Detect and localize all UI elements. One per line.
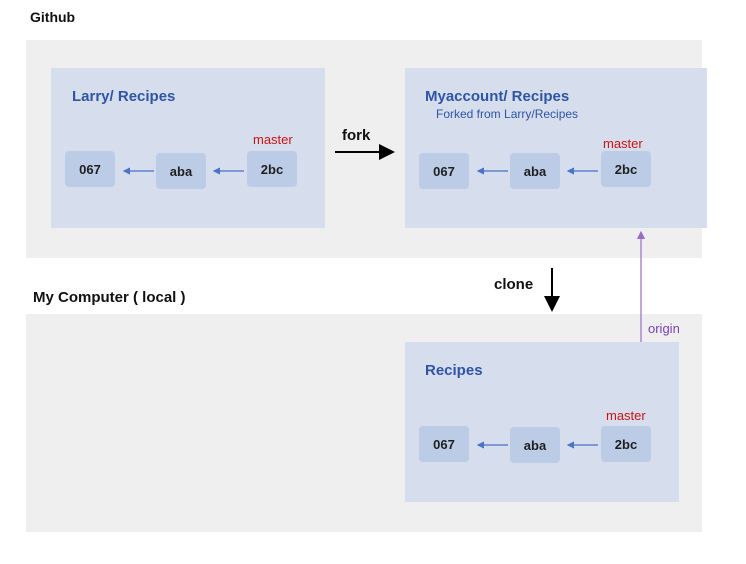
fork-label: fork <box>342 127 371 144</box>
clone-label: clone <box>494 276 534 293</box>
repo-myaccount-recipes: Myaccount/ Recipes Forked from Larry/Rec… <box>405 68 707 228</box>
commit-aba: aba <box>510 153 560 189</box>
commit-067: 067 <box>419 426 469 462</box>
branch-master-label: master <box>603 136 643 151</box>
repo-title: Larry/ Recipes <box>72 88 176 105</box>
commit-2bc: 2bc <box>247 151 297 187</box>
branch-master-label: master <box>606 408 646 423</box>
repo-title: Myaccount/ Recipes <box>425 88 570 105</box>
repo-title: Recipes <box>425 362 483 379</box>
repo-local-recipes: Recipes master 067 aba 2bc <box>405 342 679 502</box>
commit-2bc: 2bc <box>601 151 651 187</box>
branch-master-label: master <box>253 132 293 147</box>
github-section-label: Github <box>30 9 76 25</box>
commit-067: 067 <box>419 153 469 189</box>
repo-forked-from: Forked from Larry/Recipes <box>436 107 579 121</box>
origin-label: origin <box>648 321 680 336</box>
commit-2bc: 2bc <box>601 426 651 462</box>
commit-aba: aba <box>156 153 206 189</box>
commit-067: 067 <box>65 151 115 187</box>
local-section-label: My Computer ( local ) <box>33 289 186 306</box>
commit-aba: aba <box>510 427 560 463</box>
repo-larry-recipes: Larry/ Recipes master 067 aba 2bc <box>51 68 325 228</box>
